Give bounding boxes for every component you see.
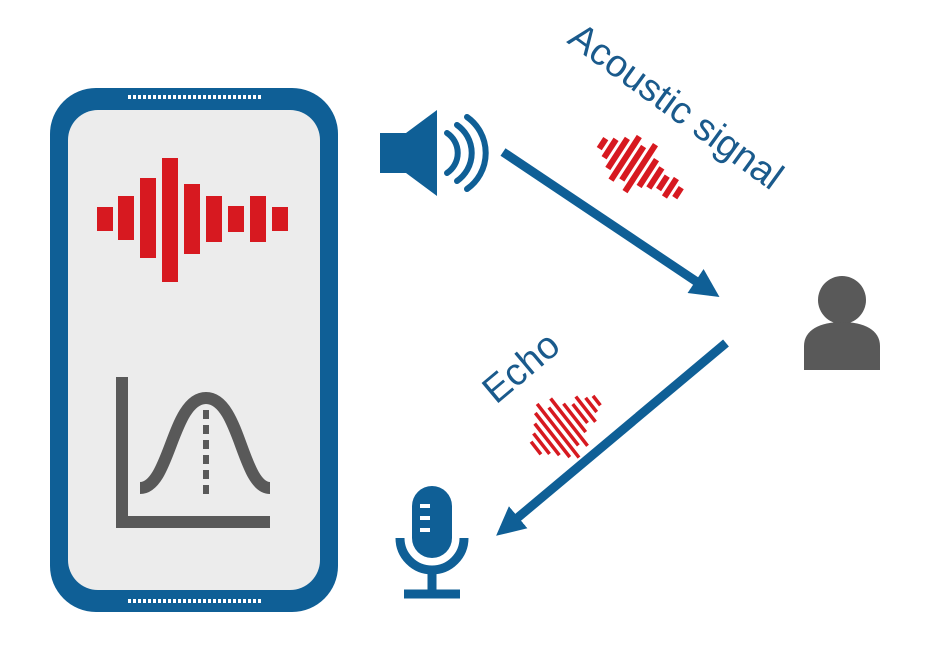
bell-curve-plot-icon (116, 377, 272, 528)
acoustic-signal-waveform-icon (596, 134, 684, 200)
smartphone-icon (50, 88, 338, 612)
outgoing-signal-arrow (500, 148, 720, 298)
waveform-icon (97, 158, 288, 282)
speaker-icon (380, 110, 489, 196)
echo-arrow (496, 339, 729, 536)
echo-label: Echo (475, 324, 568, 412)
person-icon (804, 276, 880, 370)
echo-waveform-icon (529, 394, 602, 459)
acoustic-signal-label: Acoustic signal (561, 15, 791, 198)
microphone-icon (395, 486, 469, 599)
